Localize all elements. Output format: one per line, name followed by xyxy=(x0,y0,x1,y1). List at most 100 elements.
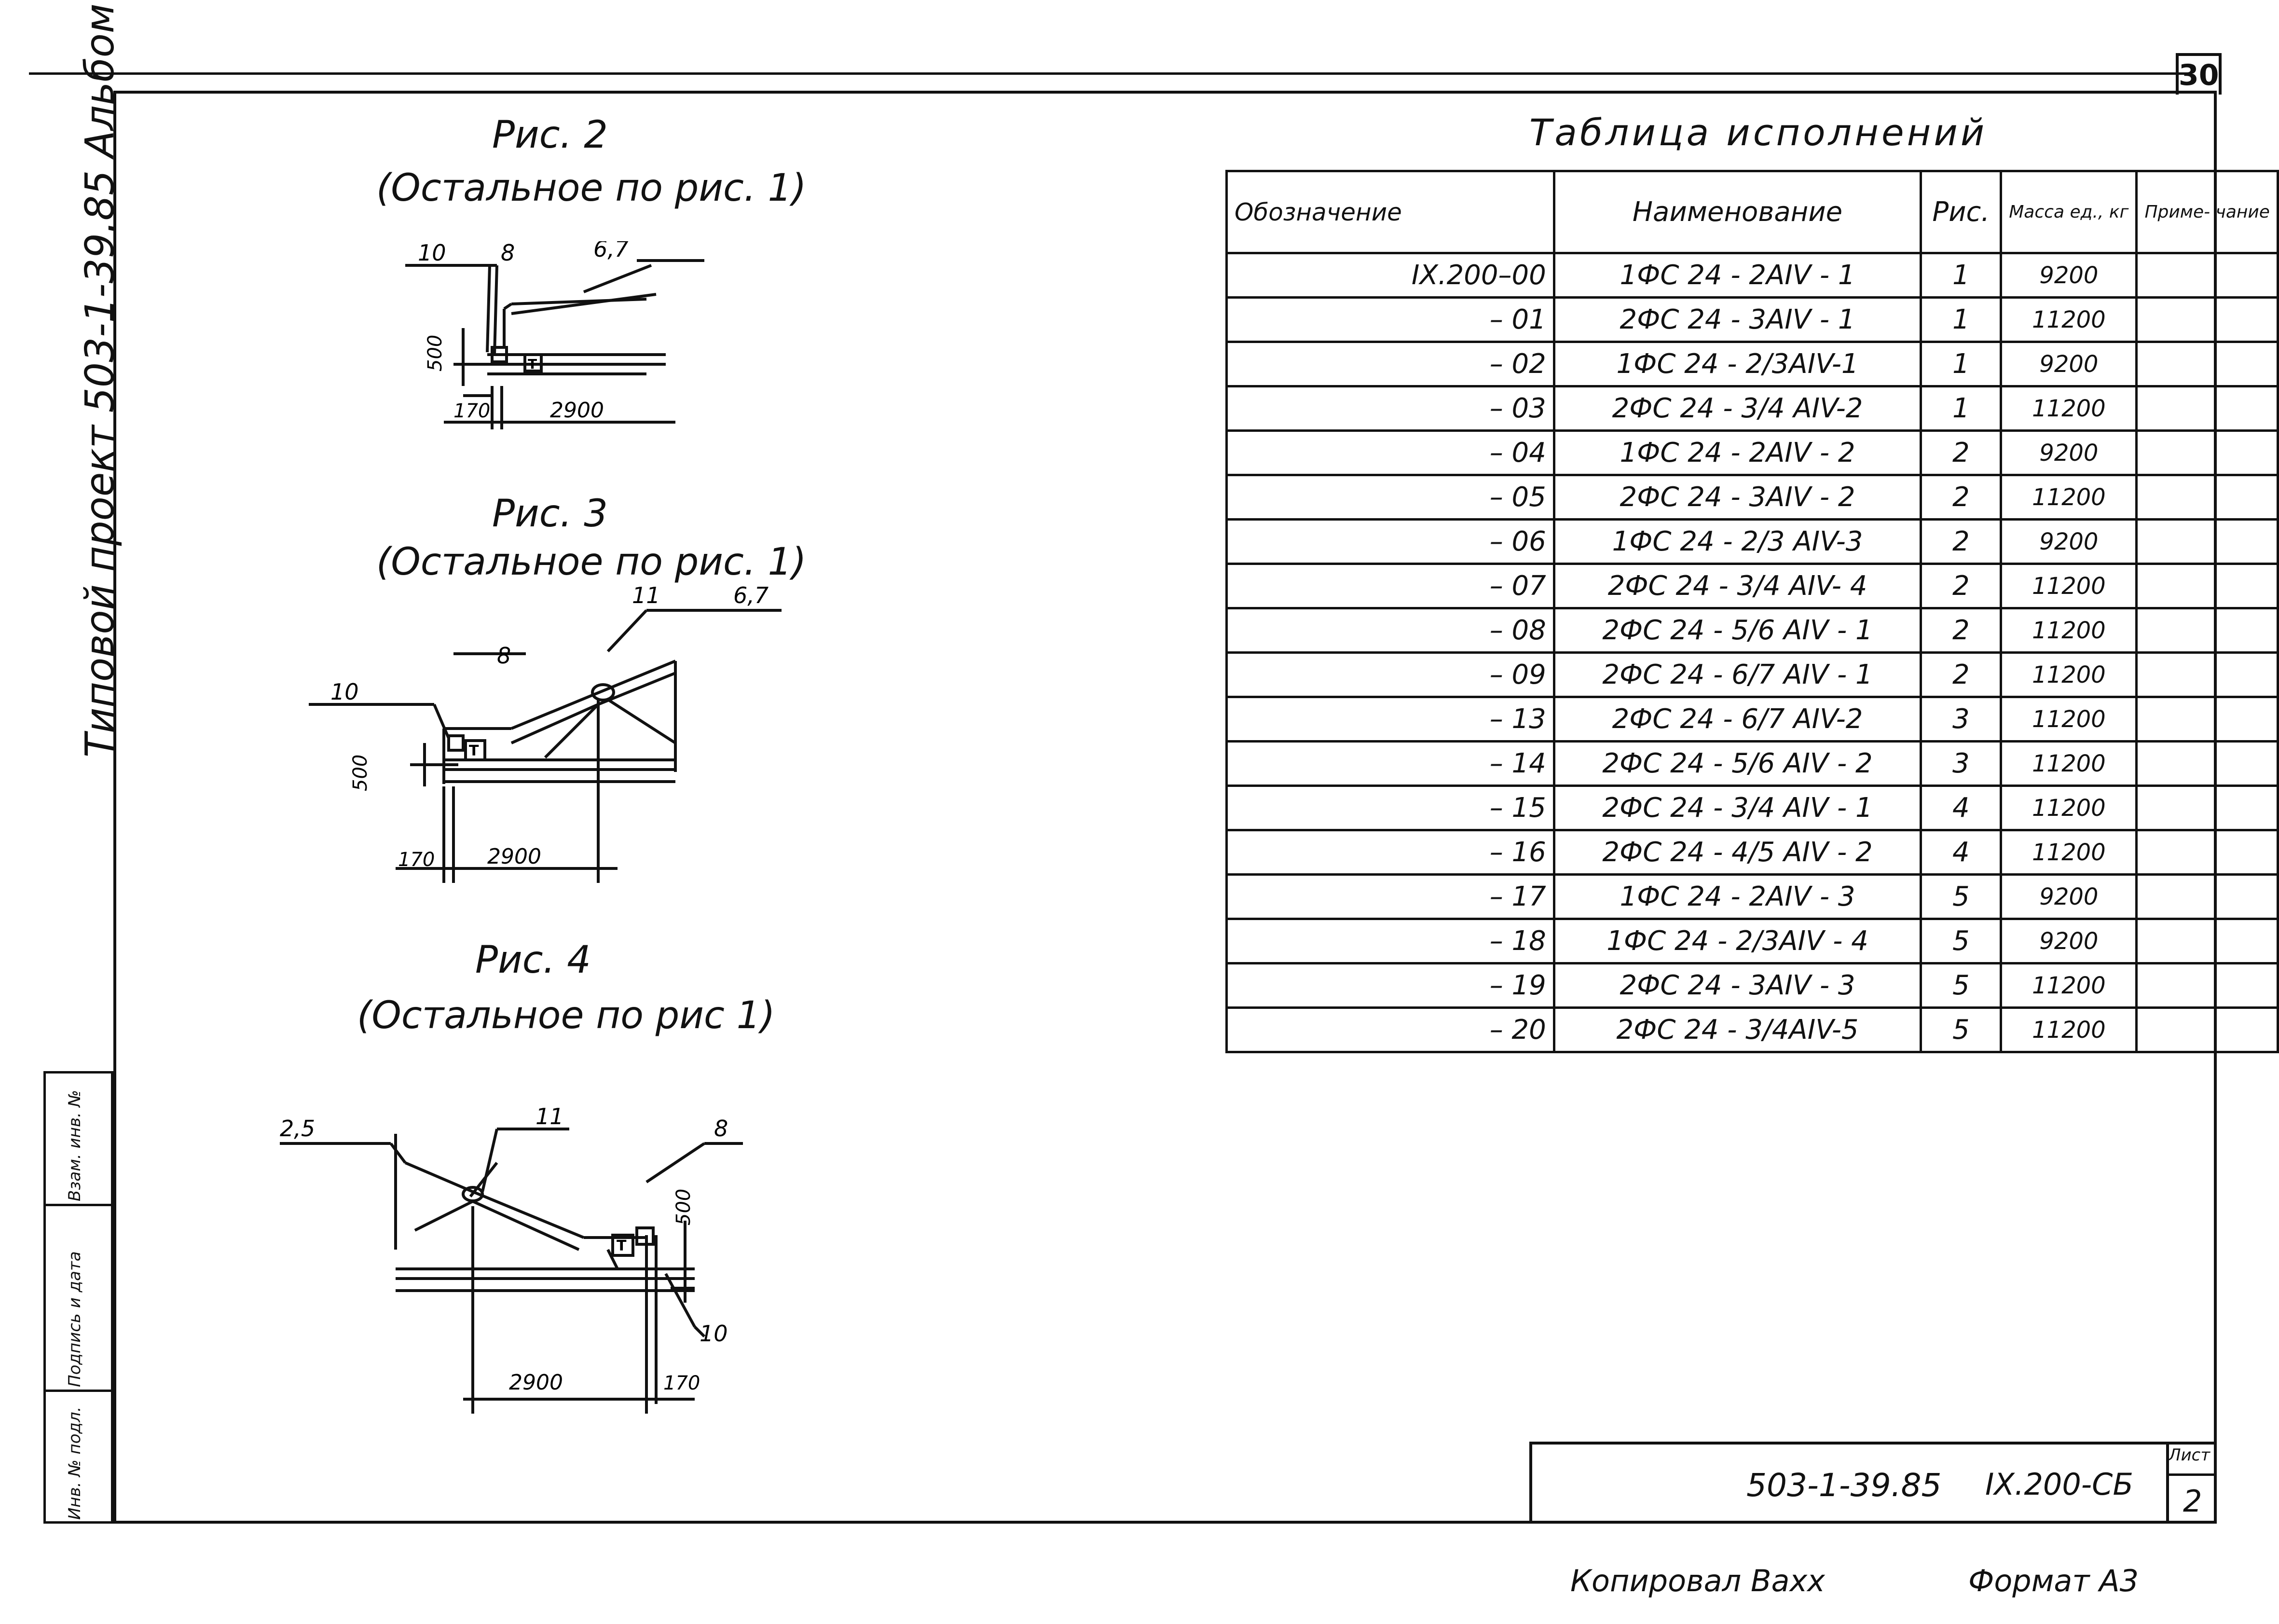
figure-2-dim-500: 500 xyxy=(424,335,446,372)
figure-2-label-8: 8 xyxy=(501,241,515,266)
header-mass: Масса ед., кг xyxy=(2000,170,2138,254)
row-name: 2ФС 24 - 6/7 АIV - 1 xyxy=(1552,651,1922,698)
row-mass: 9200 xyxy=(2000,873,2138,920)
row-note xyxy=(2135,518,2279,565)
row-figure: 5 xyxy=(1920,873,2003,920)
row-note xyxy=(2135,474,2279,521)
execution-table: Обозначение Наименование Рис. Масса ед.,… xyxy=(1225,170,2279,1053)
row-note xyxy=(2135,429,2279,476)
figure-4-dim-170: 170 xyxy=(663,1372,700,1394)
row-mass: 11200 xyxy=(2000,651,2138,698)
row-designation: – 01 xyxy=(1225,296,1555,343)
row-note xyxy=(2135,385,2279,432)
row-designation: – 13 xyxy=(1225,696,1555,743)
row-name: 2ФС 24 - 6/7 АIV-2 xyxy=(1552,696,1922,743)
table-header-row: Обозначение Наименование Рис. Масса ед.,… xyxy=(1225,170,2279,254)
row-name: 2ФС 24 - 3/4 АIV-2 xyxy=(1552,385,1922,432)
row-mass: 11200 xyxy=(2000,474,2138,521)
stamp-label-inv: Инв. № подл. xyxy=(65,1406,84,1520)
top-border-line xyxy=(29,72,2190,75)
document-code: IX.200-СБ xyxy=(1985,1467,2134,1502)
side-title: Типовой проект 503-1-39.85 Альбом IX xyxy=(77,0,123,757)
row-note xyxy=(2135,607,2279,654)
row-figure: 4 xyxy=(1920,784,2003,831)
row-figure: 1 xyxy=(1920,385,2003,432)
sheet-cell xyxy=(2166,1442,2217,1524)
row-name: 2ФС 24 - 3АIV - 2 xyxy=(1552,474,1922,521)
figure-2-title: Рис. 2 xyxy=(492,113,608,157)
stamp-label-sign: Подпись и дата xyxy=(65,1251,84,1387)
stamp-column: Взам. инв. № Подпись и дата Инв. № подл. xyxy=(43,1071,113,1524)
row-mass: 11200 xyxy=(2000,563,2138,609)
row-note xyxy=(2135,563,2279,609)
row-mass: 9200 xyxy=(2000,341,2138,387)
row-figure: 5 xyxy=(1920,918,2003,964)
row-mass: 9200 xyxy=(2000,429,2138,476)
figure-4-dim-2900: 2900 xyxy=(509,1370,563,1395)
row-name: 1ФС 24 - 2/3АIV-1 xyxy=(1552,341,1922,387)
row-designation: – 03 xyxy=(1225,385,1555,432)
figure-3-label-8: 8 xyxy=(497,643,511,669)
figure-3-dim-500: 500 xyxy=(349,755,371,791)
row-figure: 5 xyxy=(1920,962,2003,1009)
figure-2-label-67: 6,7 xyxy=(593,241,629,262)
row-designation: – 15 xyxy=(1225,784,1555,831)
row-mass: 11200 xyxy=(2000,962,2138,1009)
row-designation: – 04 xyxy=(1225,429,1555,476)
row-mass: 11200 xyxy=(2000,385,2138,432)
row-figure: 2 xyxy=(1920,518,2003,565)
row-figure: 2 xyxy=(1920,563,2003,609)
stamp-cell-inv: Инв. № подл. xyxy=(43,1390,113,1524)
figure-2-drawing: 10 8 6,7 500 170 2900 Т xyxy=(405,241,704,429)
row-name: 2ФС 24 - 4/5 АIV - 2 xyxy=(1552,829,1922,876)
stamp-cell-replace: Взам. инв. № xyxy=(43,1071,113,1206)
row-figure: 3 xyxy=(1920,696,2003,743)
row-designation: – 19 xyxy=(1225,962,1555,1009)
row-figure: 2 xyxy=(1920,651,2003,698)
row-mass: 9200 xyxy=(2000,918,2138,964)
row-figure: 1 xyxy=(1920,252,2003,299)
row-mass: 9200 xyxy=(2000,518,2138,565)
figure-4-label-10: 10 xyxy=(700,1321,728,1347)
row-note xyxy=(2135,252,2279,299)
row-figure: 4 xyxy=(1920,829,2003,876)
figure-2-subtitle: (Остальное по рис. 1) xyxy=(376,166,807,210)
figure-4-drawing: 2,5 11 8 500 10 2900 170 Т xyxy=(280,1105,743,1414)
figure-3-drawing: 10 8 11 6,7 500 170 2900 Т xyxy=(309,584,782,883)
row-name: 2ФС 24 - 5/6 АIV - 1 xyxy=(1552,607,1922,654)
row-mass: 11200 xyxy=(2000,607,2138,654)
row-mass: 11200 xyxy=(2000,296,2138,343)
row-mass: 11200 xyxy=(2000,740,2138,787)
row-designation: – 18 xyxy=(1225,918,1555,964)
figure-3-label-10: 10 xyxy=(330,679,359,705)
header-figure: Рис. xyxy=(1920,170,2003,254)
row-name: 2ФС 24 - 5/6 АIV - 2 xyxy=(1552,740,1922,787)
row-name: 2ФС 24 - 3/4АIV-5 xyxy=(1552,1006,1922,1053)
sheet-corner-number: 30 xyxy=(2176,53,2222,95)
figure-4-label-11: 11 xyxy=(535,1105,564,1129)
row-note xyxy=(2135,696,2279,743)
row-designation: – 20 xyxy=(1225,1006,1555,1053)
row-note xyxy=(2135,341,2279,387)
row-name: 1ФС 24 - 2АIV - 1 xyxy=(1552,252,1922,299)
figure-2-dim-2900: 2900 xyxy=(550,398,604,423)
row-designation: – 05 xyxy=(1225,474,1555,521)
figure-4-label-8: 8 xyxy=(714,1115,728,1142)
row-mass: 9200 xyxy=(2000,252,2138,299)
row-name: 2ФС 24 - 3АIV - 3 xyxy=(1552,962,1922,1009)
row-note xyxy=(2135,296,2279,343)
figure-3-label-11: 11 xyxy=(632,584,660,608)
row-name: 1ФС 24 - 2/3 АIV-3 xyxy=(1552,518,1922,565)
row-designation: – 06 xyxy=(1225,518,1555,565)
row-name: 2ФС 24 - 3АIV - 1 xyxy=(1552,296,1922,343)
project-code: 503-1-39.85 xyxy=(1746,1467,1942,1504)
